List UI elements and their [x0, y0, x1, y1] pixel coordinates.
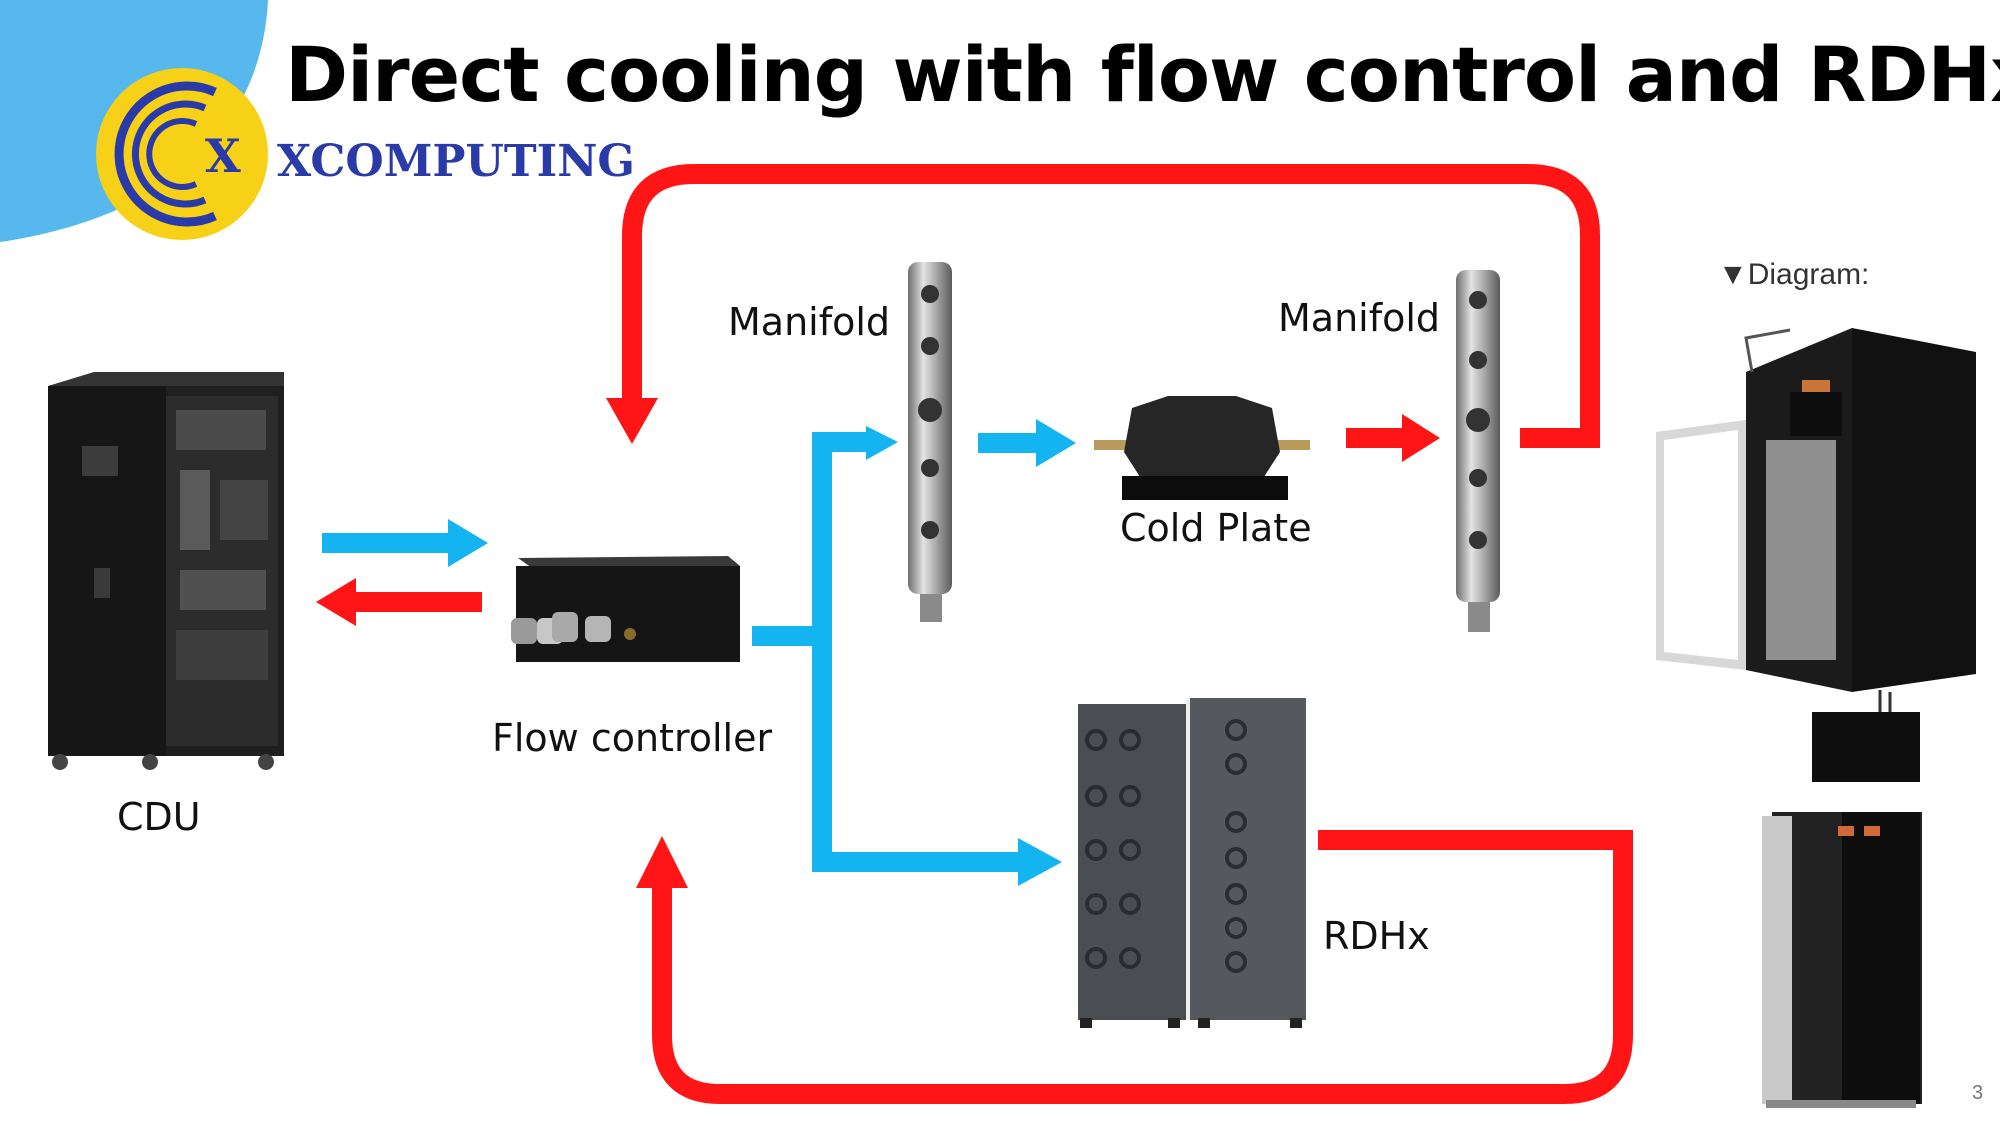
cold-arrowhead-rdhx-icon [1018, 838, 1062, 886]
manifold-to-coldplate-arrow [978, 419, 1076, 467]
page-number: 3 [1972, 1082, 1984, 1104]
hot-arrowhead-up-icon [636, 836, 688, 888]
brand-name: XCOMPUTING [277, 136, 635, 187]
rdhx-label: RDHx [1323, 914, 1430, 958]
manifold-left-label: Manifold [728, 300, 891, 344]
rack-diagram-open [1656, 328, 1976, 692]
company-logo: X [96, 68, 268, 240]
manifold-left [908, 262, 952, 622]
cdu-label: CDU [117, 795, 201, 839]
hot-arrowhead-down-icon [606, 398, 658, 444]
coldplate-to-manifold-arrow [1346, 414, 1440, 462]
cdu-return-arrow [316, 578, 482, 626]
manifold-right-label: Manifold [1278, 296, 1441, 340]
manifold-right [1456, 270, 1500, 632]
diagram-caption: ▼Diagram: [1718, 258, 1870, 291]
cdu-supply-arrow [322, 519, 488, 567]
flow-controller-label: Flow controller [492, 716, 773, 760]
rdhx-racks [1078, 698, 1306, 1028]
cold-supply-branch [752, 432, 1020, 872]
cold-plate [1094, 396, 1310, 500]
rack-diagram-closed [1762, 690, 1922, 1108]
slide-title: Direct cooling with flow control and RDH… [285, 30, 2000, 119]
cold-arrowhead-manifold-icon [866, 426, 898, 460]
flow-controller-box [511, 556, 740, 662]
hot-return-loop-bottom [652, 830, 1633, 1104]
cold-plate-label: Cold Plate [1120, 506, 1312, 550]
hot-return-loop-top [622, 164, 1600, 448]
cdu-cabinet [48, 372, 284, 770]
svg-text:X: X [205, 129, 241, 183]
